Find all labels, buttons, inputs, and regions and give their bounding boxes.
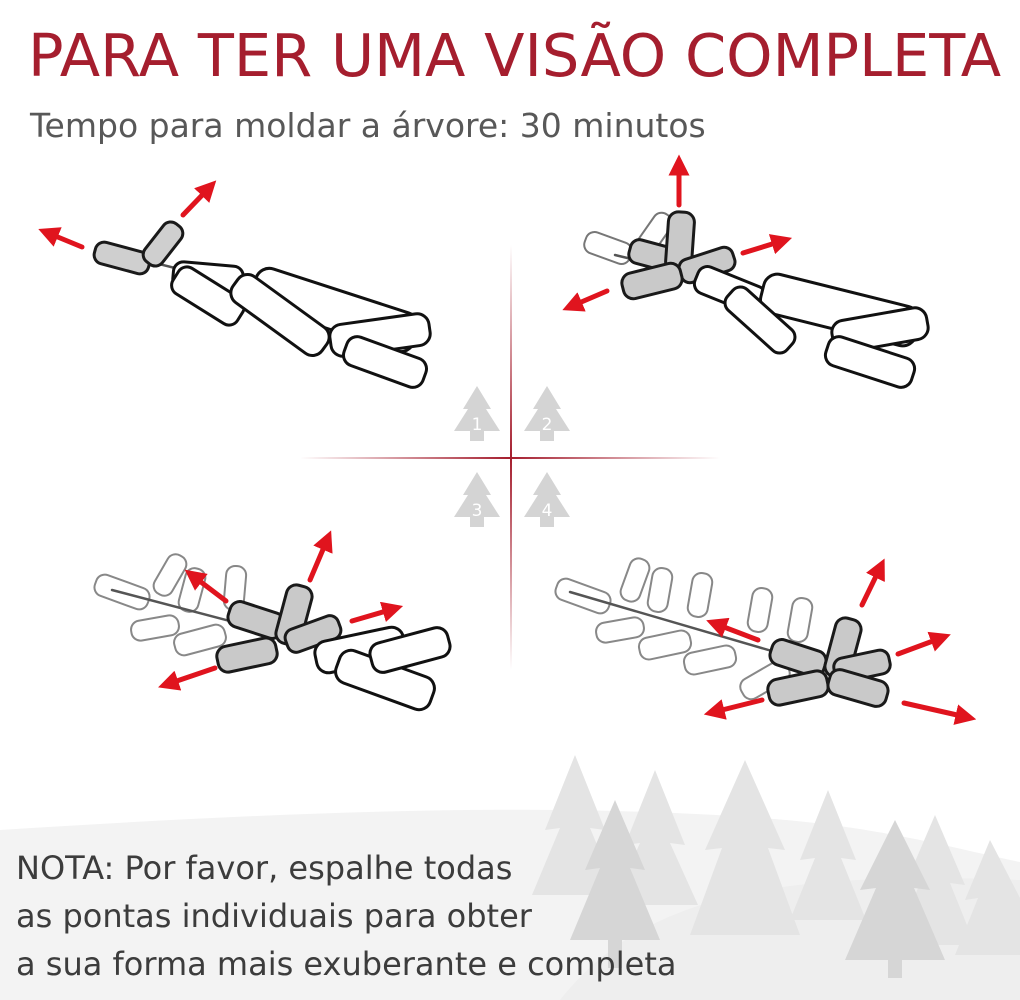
step-3-icon: 3 [454,472,500,527]
page-title: PARA TER UMA VISÃO COMPLETA [28,21,1002,90]
shaping-time-subtitle: Tempo para moldar a árvore: 30 minutos [30,106,706,145]
step-1-number: 1 [472,415,483,435]
step-4-number: 4 [542,501,553,521]
step-3-panel [93,530,452,712]
note-line: a sua forma mais exuberante e completa [16,945,677,983]
divider-horizontal [300,457,720,459]
note-text: NOTA: Por favor, espalhe todas as pontas… [16,844,676,988]
step-2-icon: 2 [524,386,570,441]
step-2-number: 2 [542,415,553,435]
note-line: NOTA: Por favor, espalhe todas [16,849,513,887]
step-2-panel [562,154,930,389]
step-icons: 1 2 3 4 [454,386,570,527]
step-4-icon: 4 [524,472,570,527]
step-4-panel [554,557,977,725]
background-trees [0,755,1020,1000]
step-1-panel [38,180,432,389]
step-3-number: 3 [472,501,483,521]
note-line: as pontas individuais para obter [16,897,532,935]
step-1-icon: 1 [454,386,500,441]
